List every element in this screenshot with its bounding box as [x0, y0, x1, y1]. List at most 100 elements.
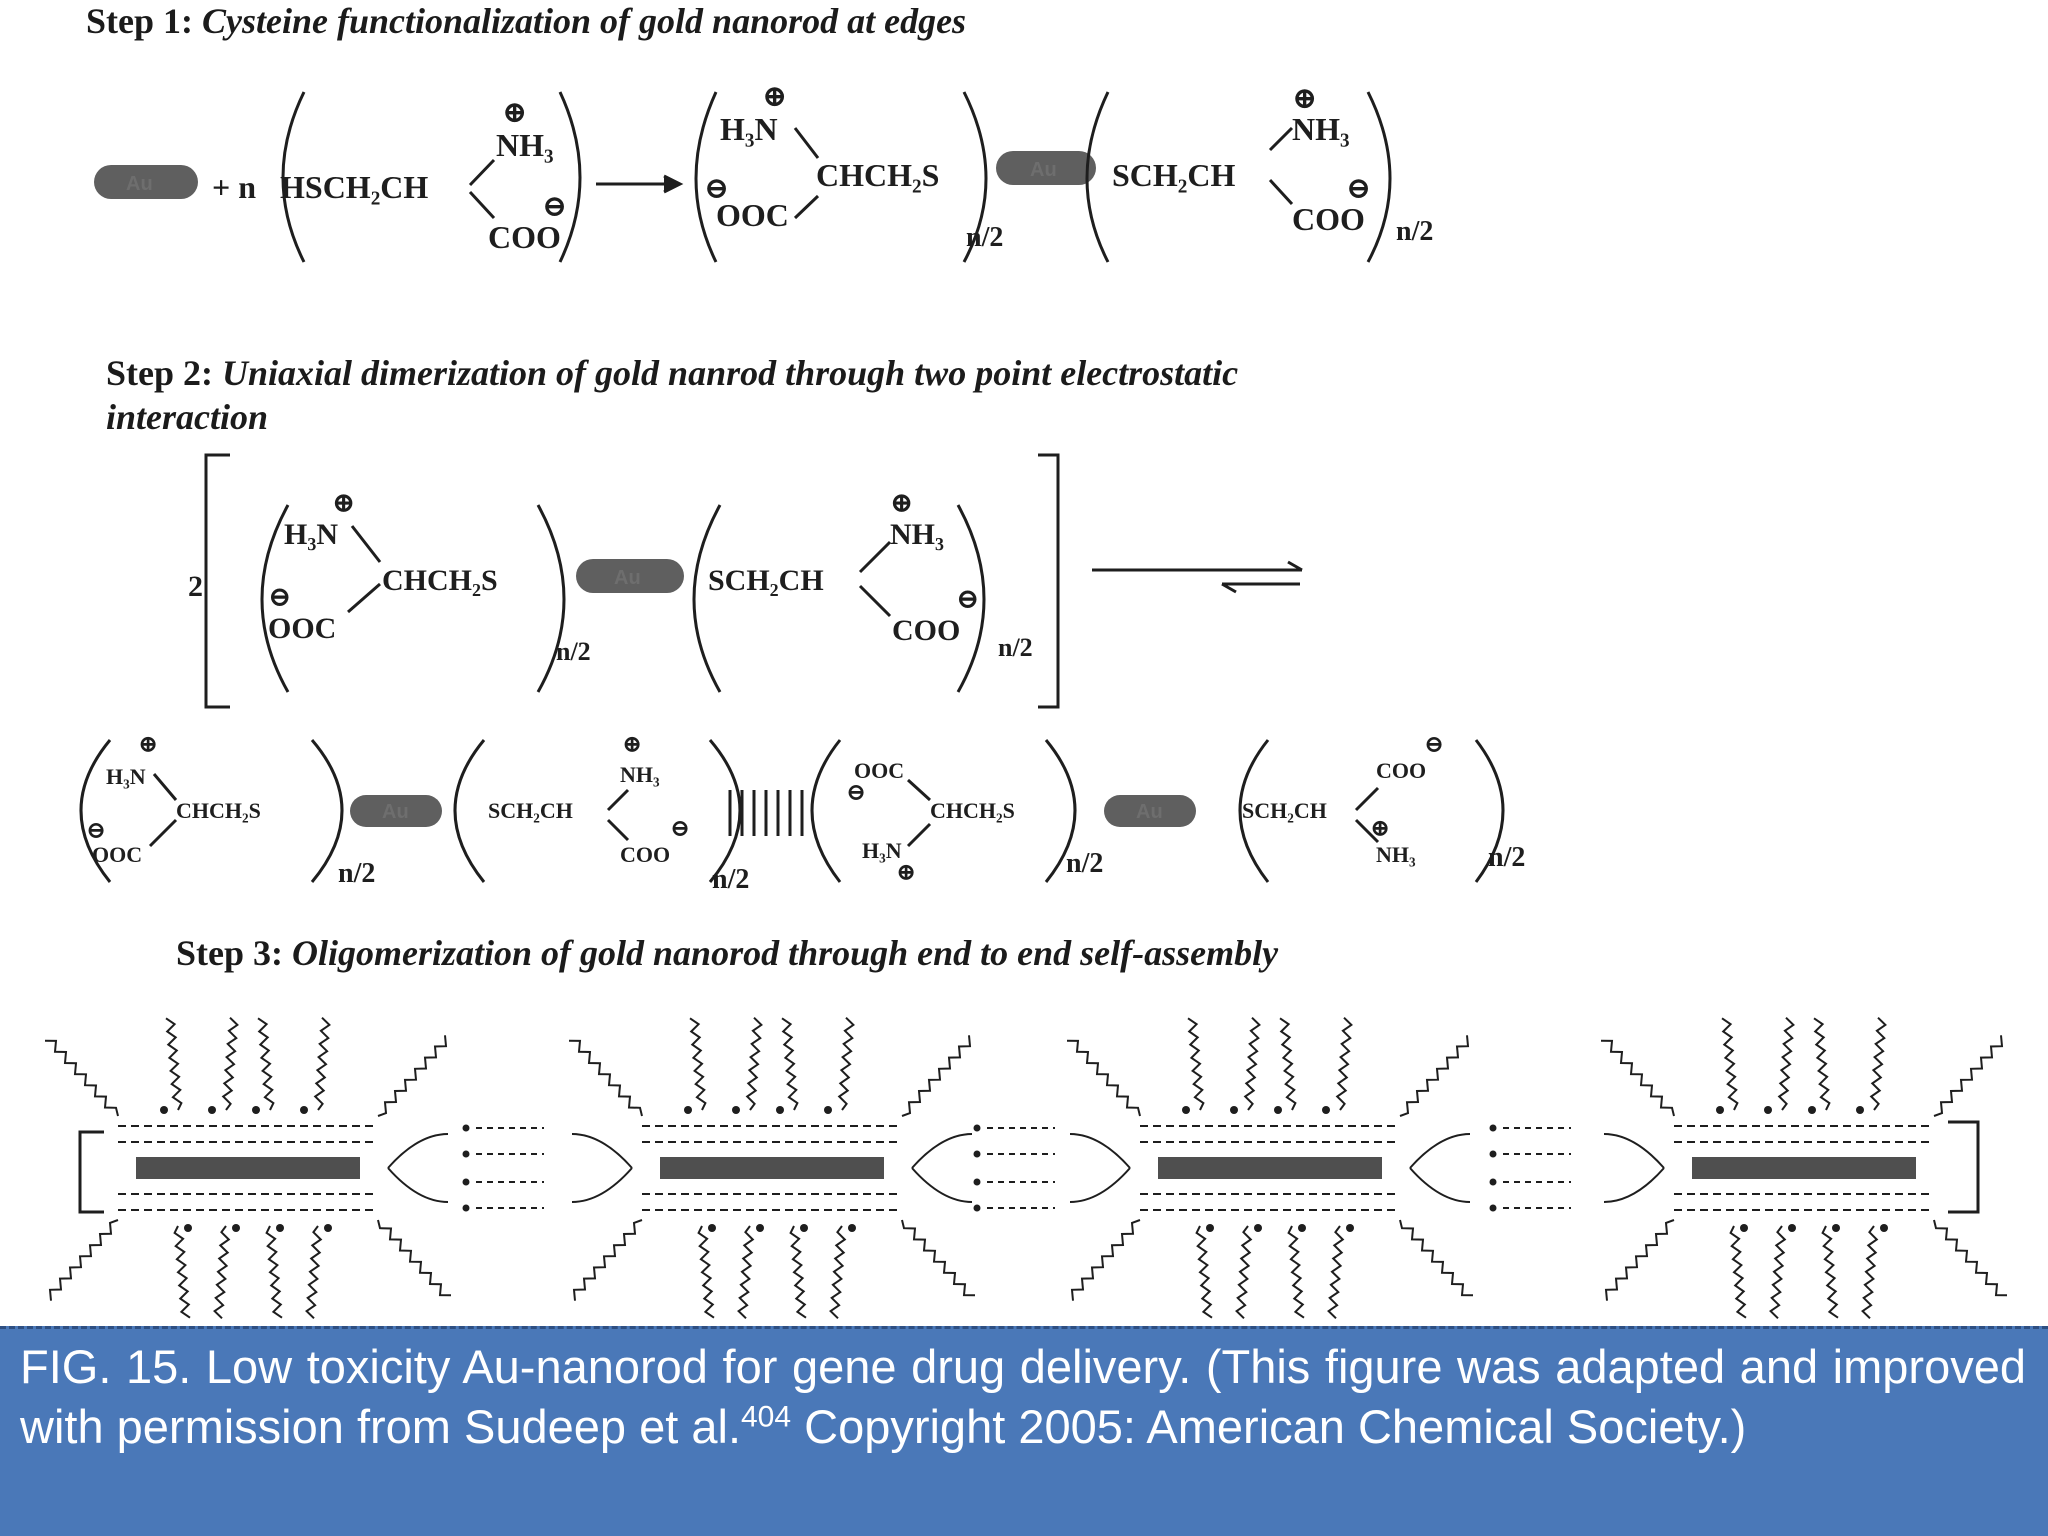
- step3-title: Step 3: Oligomerization of gold nanorod …: [176, 932, 1278, 974]
- n2-label-1: n/2: [966, 222, 1003, 253]
- charge-dot: [208, 1106, 216, 1114]
- minus-sign-9: ⊖: [1424, 732, 1444, 758]
- ligand-chain-bottom: [1287, 1225, 1305, 1319]
- charge-dot: [708, 1224, 716, 1232]
- monolayer-dashes: [1140, 1125, 1400, 1211]
- ligand-chain-top: [165, 1017, 183, 1111]
- ligand-chain-bottom: [305, 1225, 323, 1320]
- charge-dot: [252, 1106, 260, 1114]
- minus-sign-3: ⊖: [1346, 172, 1371, 205]
- ligand-chain-bottom: [1769, 1225, 1787, 1320]
- charge-dot: [462, 1178, 470, 1186]
- end-linker: [1409, 1133, 1471, 1203]
- ligand-chain-diag: [1066, 1039, 1141, 1117]
- charge-dot: [1832, 1224, 1840, 1232]
- nh3-label-4: NH₃: [620, 762, 660, 787]
- au-rod-1: [94, 165, 198, 199]
- step2-text2: interaction: [106, 397, 269, 437]
- au-label-5: Au: [1136, 801, 1163, 823]
- chch2s-label-3: CHCH₂S: [176, 798, 261, 823]
- ligand-chain-bottom: [1821, 1225, 1839, 1319]
- charge-dot: [973, 1178, 981, 1186]
- ligand-chain-diag: [1070, 1219, 1141, 1301]
- ligand-chain-top: [837, 1016, 855, 1111]
- n2-label-2: n/2: [1396, 216, 1433, 247]
- charge-dot: [1764, 1106, 1772, 1114]
- sch2ch-label-3: SCH₂CH: [488, 798, 573, 823]
- n2-label-5: n/2: [338, 858, 375, 889]
- caption-tail: Copyright 2005: American Chemical Societ…: [791, 1400, 1747, 1453]
- ligand-chain-top: [745, 1016, 763, 1111]
- charge-dot: [973, 1124, 981, 1132]
- au-label-2: Au: [1030, 159, 1057, 181]
- figure-caption: FIG. 15. Low toxicity Au-nanorod for gen…: [0, 1326, 2048, 1536]
- plus-sign-8: ⊕: [896, 860, 916, 886]
- sch2ch-label-1: SCH₂CH: [1112, 157, 1236, 193]
- charge-dot: [848, 1224, 856, 1232]
- charge-dot: [1298, 1224, 1306, 1232]
- caption-reference: 404: [741, 1400, 792, 1434]
- charge-dot: [1489, 1178, 1497, 1186]
- nh3-label-2: NH₃: [1292, 111, 1350, 147]
- minus-sign-5: ⊖: [956, 584, 979, 615]
- charge-dot: [1206, 1224, 1214, 1232]
- au-rod-oligomer: [660, 1157, 884, 1179]
- ligand-chain-bottom: [1235, 1225, 1253, 1320]
- charge-dot: [1880, 1224, 1888, 1232]
- sch2ch-label-4: SCH₂CH: [1242, 798, 1327, 823]
- au-rod-3: [576, 559, 684, 593]
- ligand-chain-top: [689, 1017, 707, 1111]
- ligand-chain-bottom: [173, 1225, 191, 1319]
- charge-dot: [1322, 1106, 1330, 1114]
- ligand-chain-top: [313, 1016, 331, 1111]
- charge-dot: [756, 1224, 764, 1232]
- step1-prefix: Step 1:: [86, 1, 193, 41]
- hsch2ch-label: HSCH₂CH: [280, 169, 428, 205]
- ligand-chain-top: [1335, 1016, 1353, 1111]
- ligand-chain-diag: [377, 1219, 452, 1297]
- ooc-label-2: OOC: [268, 612, 336, 645]
- charge-dot: [684, 1106, 692, 1114]
- charge-dot: [462, 1150, 470, 1158]
- ligand-chain-bottom: [1729, 1225, 1747, 1319]
- ligand-chain-diag: [1399, 1035, 1470, 1117]
- ligand-chain-top: [1187, 1017, 1205, 1111]
- charge-dot: [1489, 1124, 1497, 1132]
- charge-dot: [1489, 1204, 1497, 1212]
- ligand-chain-diag: [1399, 1219, 1474, 1297]
- charge-dot: [300, 1106, 308, 1114]
- monolayer-dashes: [118, 1125, 378, 1211]
- ligand-chain-top: [1777, 1016, 1795, 1111]
- plus-sign-3: ⊕: [1292, 82, 1317, 115]
- coo-label-2: COO: [1292, 201, 1365, 237]
- charge-dot: [276, 1224, 284, 1232]
- charge-dot: [1254, 1224, 1262, 1232]
- h3n-label-1: H₃N: [720, 111, 778, 147]
- au-label-4: Au: [382, 801, 409, 823]
- reaction-scheme: Au + n HSCH₂CH NH₃ COO H₃N OOC CHCH₂S Au…: [44, 80, 2008, 1320]
- charge-dot: [1230, 1106, 1238, 1114]
- end-linker: [571, 1133, 633, 1203]
- charge-dot: [973, 1150, 981, 1158]
- ligand-chain-top: [1813, 1017, 1831, 1111]
- ligand-chain-diag: [901, 1035, 972, 1117]
- step3-text: Oligomerization of gold nanorod through …: [292, 933, 1279, 973]
- plus-sign-9: ⊕: [1370, 816, 1390, 842]
- au-rod-5: [1104, 795, 1196, 827]
- ooc-label-3: OOC: [92, 842, 142, 867]
- ooc-label-1: OOC: [716, 197, 789, 233]
- charge-dot: [1856, 1106, 1864, 1114]
- step2-title: Step 2: Uniaxial dimerization of gold na…: [106, 352, 1238, 394]
- charge-dot: [732, 1106, 740, 1114]
- monolayer-dashes: [642, 1125, 902, 1211]
- nh3-label-3: NH₃: [890, 518, 944, 551]
- charge-dot: [776, 1106, 784, 1114]
- charge-dot: [1716, 1106, 1724, 1114]
- ligand-chain-bottom: [1327, 1225, 1345, 1320]
- charge-dot: [1274, 1106, 1282, 1114]
- ligand-chain-bottom: [1195, 1225, 1213, 1319]
- chch2s-label-2: CHCH₂S: [382, 564, 498, 597]
- plus-n-label: + n: [212, 169, 256, 205]
- au-rod-oligomer: [1692, 1157, 1916, 1179]
- n2-label-3: n/2: [556, 637, 591, 666]
